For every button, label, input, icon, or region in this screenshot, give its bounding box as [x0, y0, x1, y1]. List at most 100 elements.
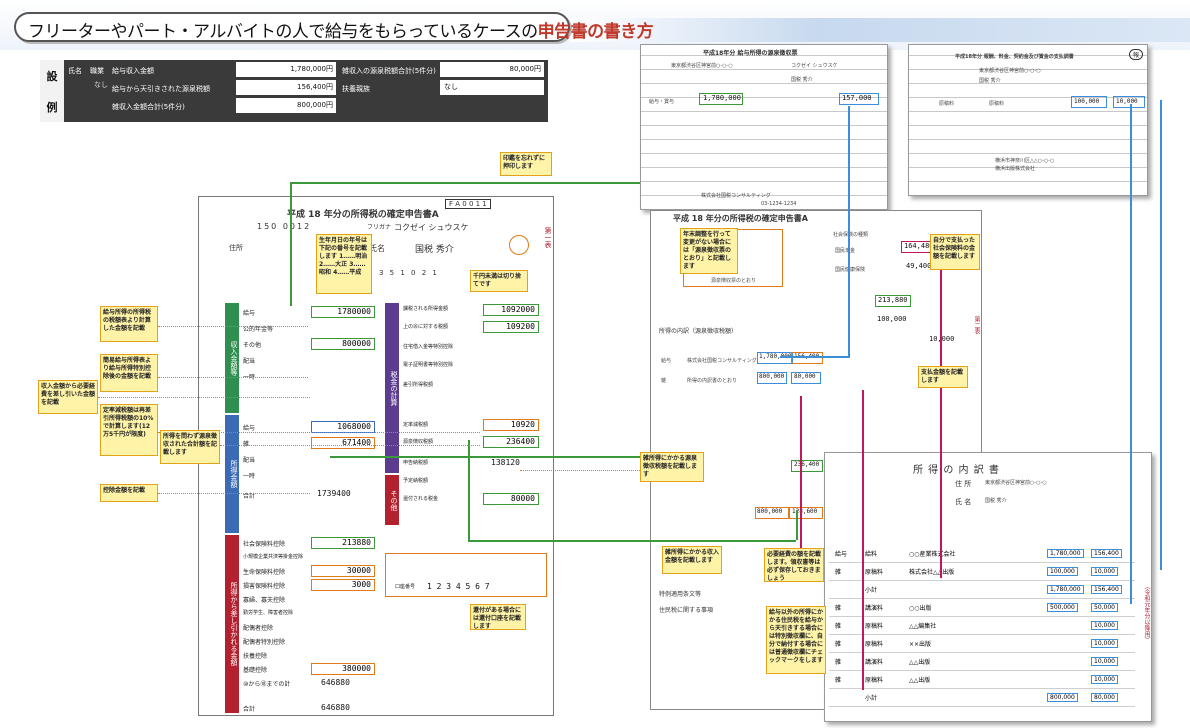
case-right-label: 扶養親族: [342, 85, 370, 93]
uchiwake-item: 原稿料: [865, 569, 884, 576]
tax-row-label: 課税される所得金額: [403, 306, 449, 312]
form-a-name: 国税 秀介: [415, 245, 454, 255]
pointer-line: [520, 470, 640, 471]
tax-row-label: 上の㉖に対する税額: [403, 324, 449, 330]
uchiwake-kind: 雑: [835, 623, 842, 630]
insurance-total: 213,880: [878, 296, 908, 304]
connector-line: [468, 540, 796, 542]
case-table: 氏名 職業 なし 給与収入金額 1,780,000円 給与から天引きされた源泉税…: [40, 60, 548, 122]
form-a-kana: コクゼイ シュウスケ: [394, 223, 469, 232]
uchiwake-payer: 株式会社△△出版: [909, 569, 955, 576]
nenmatsu-text: 源泉徴収票のとおり: [711, 278, 757, 284]
uchiwake-payer: △△出版: [909, 677, 931, 684]
gensen-tax: 157,000: [842, 94, 872, 102]
uchiwake-item: 原稿料: [865, 677, 884, 684]
jumin-label: 住民税に関する事項: [659, 607, 714, 614]
income-row-label: その他: [243, 342, 262, 349]
deduction-row-label: 扶養控除: [243, 653, 268, 660]
connector-line: [940, 248, 942, 578]
uchiwake-tax: 156,400: [1091, 549, 1122, 558]
case-label-char: 例: [46, 100, 58, 114]
header-accent-bar: [570, 18, 1190, 42]
tax-row-label: 予定納税額: [403, 478, 429, 484]
pointer-line: [158, 432, 480, 433]
connector-line: [290, 182, 292, 306]
income-row-label: 給与: [243, 310, 256, 317]
kyuyo-payer: 株式会社国税コンサルティング: [687, 358, 757, 364]
note-kojo: 控除金額を記載: [100, 484, 158, 502]
form-a-postal: 150 0012: [257, 222, 312, 231]
kyuyo-income: 1,780,000: [759, 353, 792, 360]
uchiwake-tax: 10,000: [1091, 567, 1118, 576]
deduction-row-value: 646880: [321, 703, 350, 712]
kyuyo-kind: 給与: [661, 358, 672, 364]
uchiwake-address: 東京都渋谷区神宮前○-○-○: [985, 480, 1047, 486]
note-jumin: 給与以外の所得にかかる住民税を給与から天引きする場合には特別徴収欄に、自分で納付…: [766, 606, 826, 674]
tax-row-label: 住宅借入金等特別控除: [403, 344, 454, 350]
deduction-row-label: 社会保険料控除: [243, 541, 286, 548]
income-row-label: 配当: [243, 358, 256, 365]
shiharai-tax: 10,000: [1116, 98, 1138, 105]
form-a-title: 平成 18 年分の所得税の確定申告書A: [287, 210, 439, 220]
gensen-total: 236,400: [794, 461, 820, 468]
uchiwake-name-label: 氏 名: [955, 498, 972, 506]
note-sen: 千円未満は切り捨てです: [470, 270, 528, 292]
connector-line: [780, 356, 850, 358]
tax-row-label: 還付される税金: [403, 496, 439, 502]
zatsu-detail-expense: 128,600: [792, 508, 818, 515]
shiharai-payer-addr: 横浜市神奈川区△△○-○-○: [995, 158, 1055, 164]
uchiwake-amount: 100,000: [1047, 567, 1078, 576]
gensen-kana: コクゼイ シュウスケ: [791, 63, 838, 69]
deduction-row-label: ⑩から⑱までの計: [243, 681, 291, 688]
case-row-value: 1,780,000円: [236, 62, 336, 77]
case-right-value: なし: [440, 80, 544, 95]
note-era: 生年月日の年号は下記の番号を記載します 1……明治 2……大正 3……昭和 4……: [316, 234, 372, 294]
gensen-type: 給与・賞与: [649, 99, 675, 105]
case-col-name: 氏名: [68, 67, 82, 75]
uchiwake-payer: ××出版: [909, 641, 932, 648]
bank-label: 口座番号: [395, 584, 416, 590]
tax-row-value: 236400: [483, 436, 539, 448]
tax-row-label: 電子証明書等特別控除: [403, 362, 454, 368]
uchiwake-tax: 10,000: [1091, 639, 1118, 648]
bank-section: [385, 553, 547, 597]
income-row-value: 1780000: [311, 306, 375, 318]
note-teiritsu: 定率減税額は再差引所得税額の10%で計算します(12万5千円が限度): [100, 404, 158, 456]
pointer-line: [158, 493, 310, 494]
uchiwake-amount: 500,000: [1047, 603, 1078, 612]
tax-row-value: 109200: [483, 321, 539, 333]
uchiwake-amount: 800,000: [1047, 693, 1078, 702]
deduction-row-label: 寡婦、寡夫控除: [243, 597, 286, 604]
shiharai-address: 東京都渋谷区神宮前○-○-○: [979, 68, 1041, 74]
deduction-row-label: 合計: [243, 706, 256, 713]
case-job-value: なし: [94, 81, 108, 89]
uchiwake-tax: 156,400: [1091, 585, 1122, 594]
uchiwake-amount: 1,780,000: [1047, 585, 1084, 594]
deduction-row-value: 646880: [321, 678, 350, 687]
zatsu-tax: 80,000: [794, 373, 816, 380]
uchiwake-payer: ○○出版: [909, 605, 932, 612]
shotoku-row-label: 合計: [243, 493, 256, 500]
note-gensen: 所得を問わず源泉徴収された合計額を記載します: [160, 430, 220, 464]
gensen-slip: 平成18年分 給与所得の源泉徴収票 東京都渋谷区神宮前○-○-○ コクゼイ シュ…: [640, 44, 888, 210]
zatsu-income: 800,000: [759, 373, 785, 380]
shotoku-row-value: 1739400: [317, 489, 351, 498]
shotoku-row-label: 雑: [243, 441, 250, 448]
uchiwake-side: （令和元年分以降用）: [1137, 513, 1151, 713]
tax-row-label: 定率減税額: [403, 422, 429, 428]
uchiwake-tax: 10,000: [1091, 657, 1118, 666]
uchiwake-kind: 雑: [835, 605, 842, 612]
insurance-kind: 国民健康保険: [835, 267, 866, 273]
uchiwake-form: 所 得 の 内 訳 書 住 所 東京都渋谷区神宮前○-○-○ 氏 名 国税 秀介…: [824, 452, 1152, 722]
connector-line: [1130, 104, 1132, 604]
connector-line: [468, 440, 470, 540]
note-inkan: 印鑑を忘れずに押印します: [500, 152, 552, 176]
uchiwake-payer: △△出版: [909, 659, 931, 666]
form-a-address-label: 住所: [229, 244, 243, 252]
insurance-header: 社会保険の種類: [833, 232, 869, 238]
